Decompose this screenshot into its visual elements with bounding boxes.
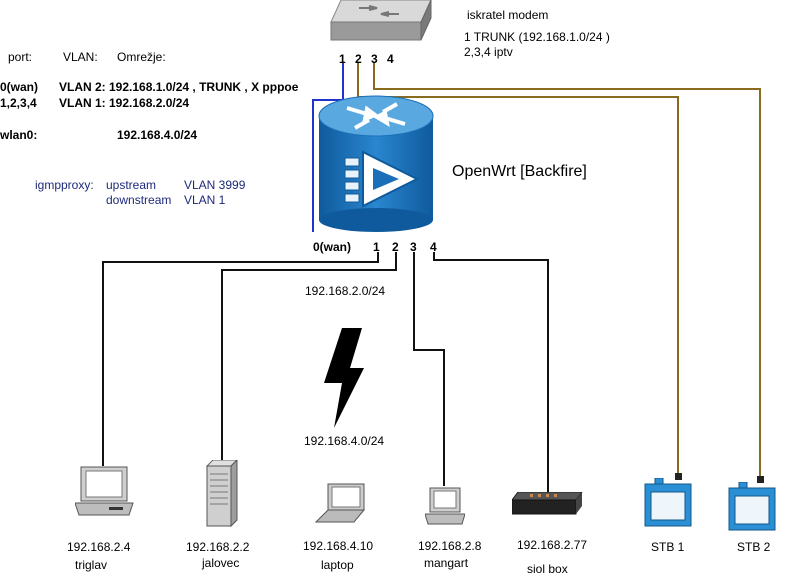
row-lan-text: VLAN 1: 192.168.2.0/24 — [59, 96, 190, 110]
device-siolbox-name: siol box — [527, 562, 568, 576]
router-port-3: 3 — [410, 240, 417, 254]
router-name: OpenWrt [Backfire] — [452, 163, 587, 180]
device-siolbox-ip: 192.168.2.77 — [517, 538, 588, 552]
igmpproxy-label: igmpproxy: — [35, 178, 94, 192]
modem-iptv-line: 2,3,4 iptv — [464, 45, 513, 59]
stb1-icon — [644, 478, 692, 527]
device-stb2-name: STB 2 — [737, 540, 771, 554]
router-icon — [318, 95, 434, 232]
igmpproxy-upstream-value: VLAN 3999 — [184, 178, 246, 192]
stb2-icon — [728, 482, 776, 531]
modem-port-3: 3 — [371, 52, 378, 66]
row-wlan-port: wlan0: — [0, 128, 38, 142]
header-network: Omrežje: — [117, 50, 166, 64]
igmpproxy-upstream-label: upstream — [106, 178, 157, 192]
device-mangart-name: mangart — [424, 556, 469, 570]
device-stb1-name: STB 1 — [651, 540, 685, 554]
device-triglav-ip: 192.168.2.4 — [67, 540, 131, 554]
device-laptop-name: laptop — [321, 558, 354, 572]
igmpproxy-downstream-value: VLAN 1 — [184, 193, 226, 207]
wan-wire — [312, 62, 344, 232]
lan-subnet-label: 192.168.2.0/24 — [305, 284, 386, 298]
modem-port-2: 2 — [355, 52, 362, 66]
desktop-small-icon — [425, 487, 465, 525]
row-wan-port: 0(wan) — [0, 80, 39, 94]
lan-wire-jalovec — [221, 252, 397, 462]
row-wan-text: VLAN 2: 192.168.1.0/24 , TRUNK , X pppoe — [59, 80, 299, 94]
device-laptop-ip: 192.168.4.10 — [303, 539, 374, 553]
device-triglav-name: triglav — [75, 558, 108, 572]
device-jalovec-name: jalovec — [202, 556, 240, 570]
wireless-bolt-icon — [324, 328, 364, 428]
lan-wire-mangart — [413, 252, 445, 486]
modem-port-4: 4 — [387, 52, 394, 66]
header-vlan: VLAN: — [63, 50, 98, 64]
wlan-subnet-label: 192.168.4.0/24 — [304, 434, 385, 448]
router-port-4: 4 — [430, 240, 437, 254]
laptop-icon — [314, 483, 366, 523]
header-port: port: — [8, 50, 33, 64]
set-top-box-icon — [512, 492, 583, 515]
desktop-icon — [75, 466, 134, 516]
row-wlan-text: 192.168.4.0/24 — [117, 128, 198, 142]
device-jalovec-ip: 192.168.2.2 — [186, 540, 250, 554]
modem-port-1: 1 — [339, 52, 346, 66]
modem-icon — [330, 0, 432, 41]
row-lan-port: 1,2,3,4 — [0, 96, 37, 110]
router-port-1: 1 — [373, 240, 380, 254]
igmpproxy-downstream-label: downstream — [106, 193, 172, 207]
lan-wire-triglav — [102, 252, 379, 466]
iptv-wire-stb2 — [373, 62, 761, 480]
server-tower-icon — [205, 460, 238, 528]
device-mangart-ip: 192.168.2.8 — [418, 539, 482, 553]
router-port-wan: 0(wan) — [313, 240, 352, 254]
router-port-2: 2 — [392, 240, 399, 254]
lan-wire-siolbox — [433, 252, 549, 493]
iptv-wire-stb1 — [357, 62, 679, 475]
modem-title: iskratel modem — [467, 8, 549, 22]
modem-trunk-line: 1 TRUNK (192.168.1.0/24 ) — [464, 30, 610, 44]
